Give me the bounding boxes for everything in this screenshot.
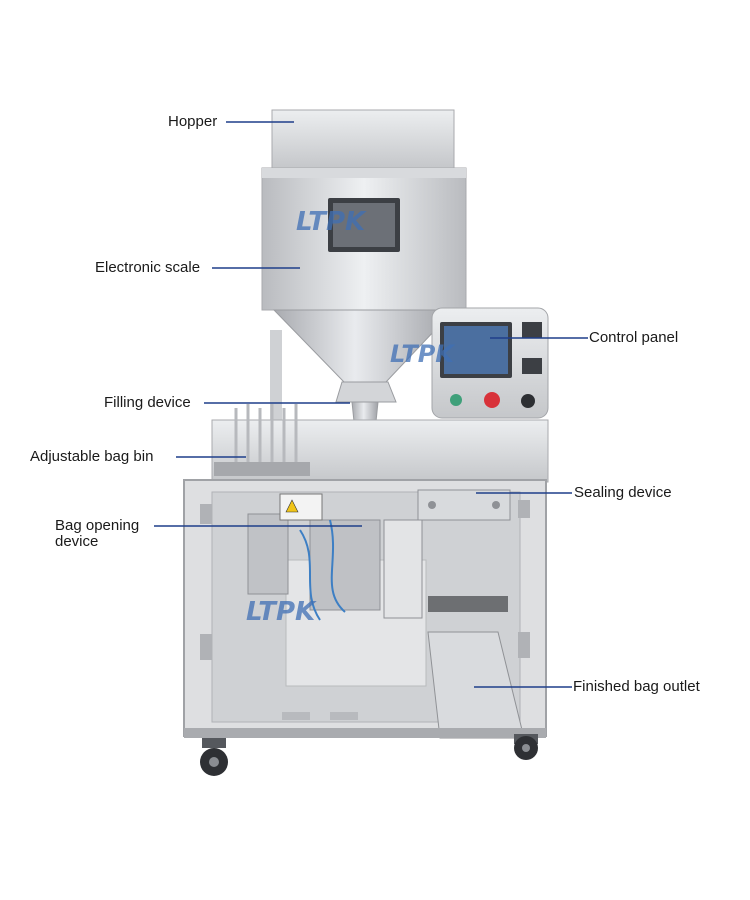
selector-knob-icon <box>521 394 535 408</box>
label-bag-opening-line1: Bag opening <box>55 517 140 534</box>
right-caster-icon <box>514 734 538 760</box>
brand-watermark-top: LTPK <box>296 207 367 237</box>
label-filling-device: Filling device <box>104 394 191 411</box>
label-bag-opening-line2: device <box>55 533 99 550</box>
red-stop-button-icon <box>484 392 500 408</box>
label-control-panel: Control panel <box>589 329 679 346</box>
label-hopper: Hopper <box>168 113 218 130</box>
brand-watermark-middle: LTPK <box>390 340 456 368</box>
brand-watermark-bottom: LTPK <box>246 597 317 627</box>
adjustable-bag-bin <box>234 404 298 468</box>
green-start-button-icon <box>450 394 462 406</box>
filling-nozzle <box>335 381 397 403</box>
label-electronic-scale: Electronic scale <box>95 259 201 276</box>
bag-opening-device <box>247 513 423 621</box>
warning-sticker <box>279 493 323 521</box>
label-adjustable-bag-bin: Adjustable bag bin <box>30 448 154 465</box>
leader-lines <box>154 121 588 688</box>
label-sealing-device: Sealing device <box>574 484 672 501</box>
label-finished-bag-outlet: Finished bag outlet <box>573 678 700 695</box>
hopper <box>271 109 455 169</box>
left-caster-icon <box>200 738 228 776</box>
